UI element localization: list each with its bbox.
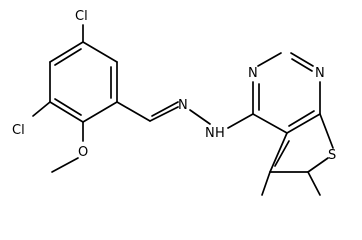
benzene-ring: [49, 41, 118, 123]
thiophene-ring: [269, 113, 334, 173]
bond: [274, 140, 290, 167]
bond: [307, 157, 329, 173]
bond: [286, 113, 321, 134]
bond: [290, 52, 314, 67]
bond: [49, 41, 84, 63]
bond: [32, 101, 51, 117]
bond: [189, 109, 211, 125]
bond: [116, 101, 151, 122]
bond: [151, 101, 179, 117]
bond: [54, 48, 82, 66]
bond: [307, 171, 321, 196]
atom-cl-left: Cl: [12, 123, 25, 138]
bond: [49, 101, 84, 123]
atom-s-thiophene: S: [328, 148, 336, 163]
bond: [227, 113, 254, 129]
bond: [257, 52, 282, 67]
bond: [291, 58, 313, 72]
structure-canvas: Cl Cl O N N H N N S: [12, 9, 337, 196]
bond: [51, 157, 79, 173]
bond: [82, 101, 118, 123]
atom-n-hydrazone-1: N: [178, 98, 188, 113]
bond: [261, 171, 271, 196]
bond: [54, 98, 82, 116]
atom-n-pyrimidine-right: N: [315, 66, 325, 81]
atom-h-on-n: H: [215, 126, 225, 141]
bond: [269, 132, 288, 173]
atom-methoxy-o: O: [78, 145, 88, 160]
bond: [319, 113, 334, 149]
bond: [149, 106, 179, 122]
bond: [82, 41, 118, 63]
molecule-diagram: Cl Cl O N N H N N S: [12, 9, 336, 196]
pyrimidine-ring: [252, 52, 321, 134]
bond: [288, 110, 315, 127]
atom-cl-top: Cl: [75, 9, 88, 24]
atom-n-pyrimidine-top: N: [248, 66, 258, 81]
bond: [252, 113, 288, 134]
atom-n-hydrazone-2: N: [205, 126, 215, 141]
